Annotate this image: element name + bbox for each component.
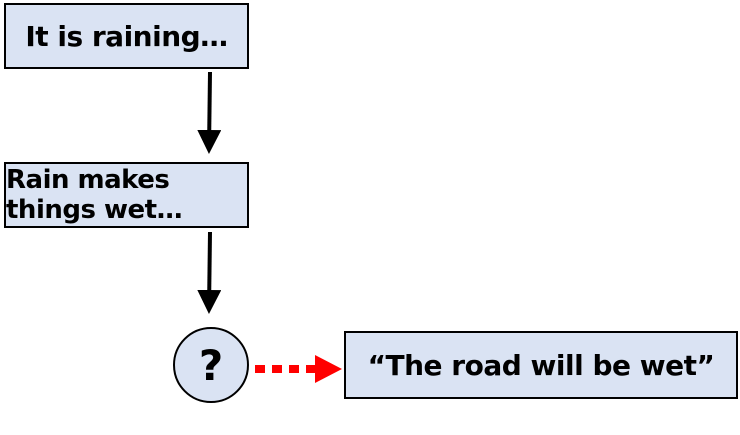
premise-box-rain-wet: Rain makes things wet…: [4, 162, 249, 228]
arrow-premise2-to-unknown: [197, 231, 222, 314]
red-arrowhead: [315, 355, 342, 383]
premise-box-raining: It is raining…: [4, 3, 249, 69]
arrow-premise1-to-premise2: [197, 71, 222, 154]
unknown-node-circle: ?: [173, 327, 249, 403]
conclusion-box: “The road will be wet”: [344, 331, 738, 399]
